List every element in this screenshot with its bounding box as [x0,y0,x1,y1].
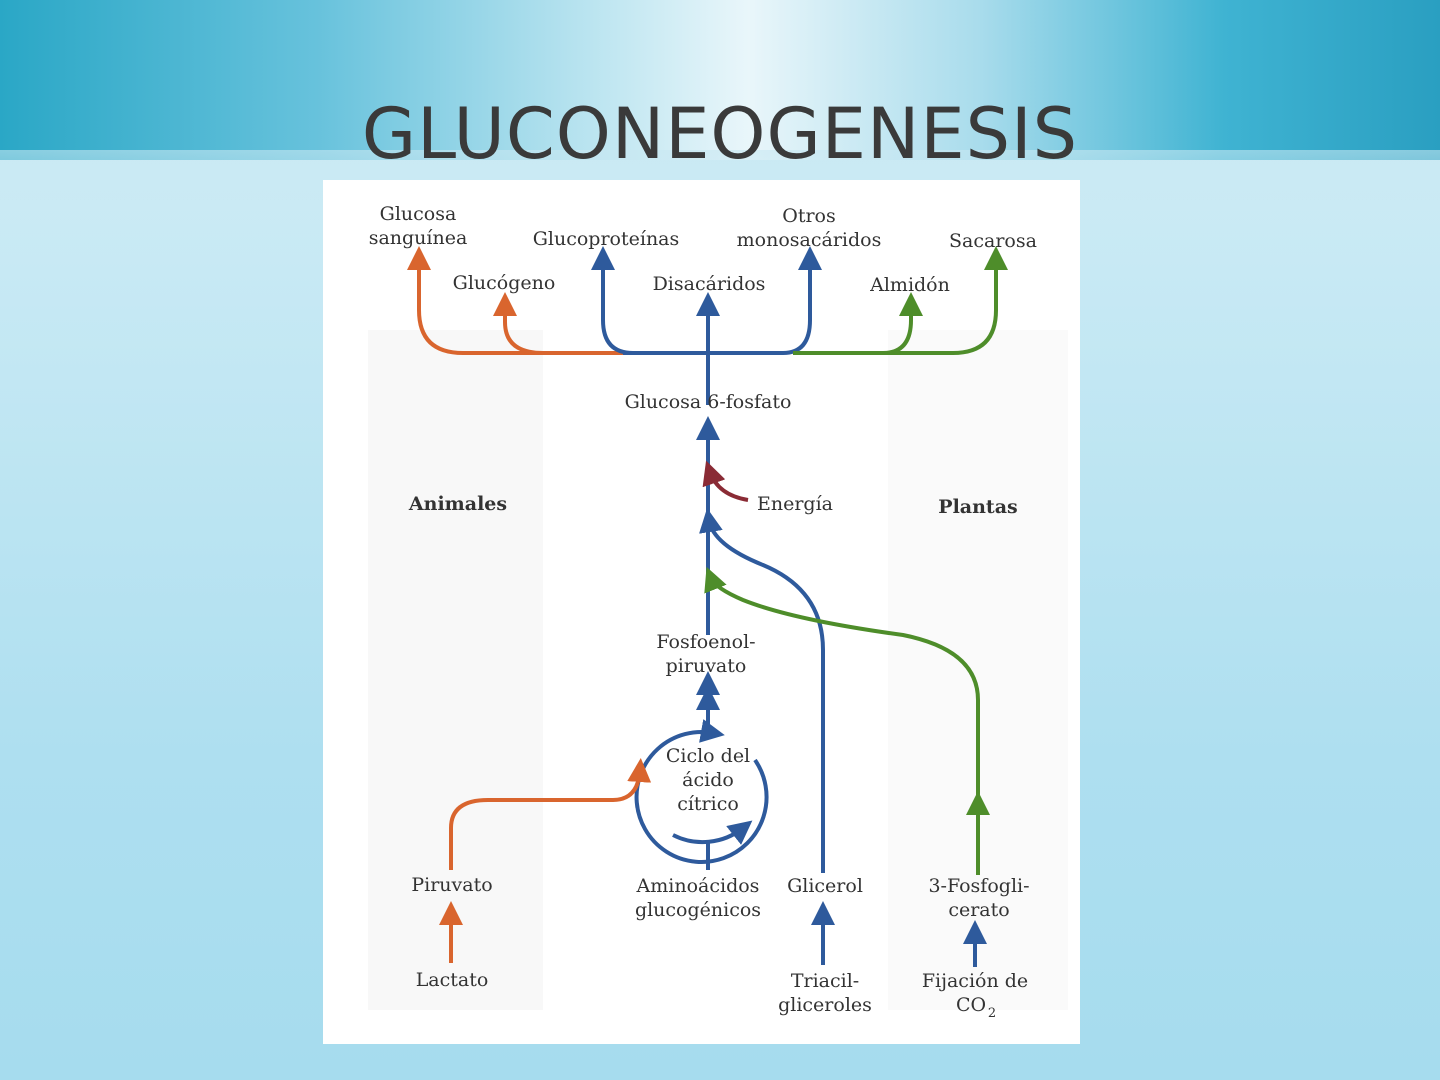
header-banner [0,0,1440,160]
label-glicerol: Glicerol [787,875,863,897]
pathway-svg: Glucosa sanguínea Glucógeno Glucoproteín… [368,203,1068,1021]
label-ciclo-1: Ciclo del [666,745,750,767]
label-triacil-2: gliceroles [778,994,872,1016]
label-glucoproteinas: Glucoproteínas [533,228,680,250]
label-energia: Energía [757,493,833,515]
label-fijacion-1: Fijación de [922,970,1028,992]
label-lactato: Lactato [416,969,489,991]
slide-title: GLUCONEOGENESIS [361,93,1079,175]
pyruvate-path [449,758,652,870]
citric-acid-cycle [634,686,769,870]
label-fosfoenol-1: Fosfoenol- [656,631,755,653]
faded-background-text [368,330,1068,1010]
label-glucosa-sanguinea-1: Glucosa [380,203,457,225]
label-almidon: Almidón [869,274,950,296]
label-fijacion-co: CO [956,994,986,1016]
phosphoglycerate-path [704,566,980,870]
label-fijacion-sub: 2 [988,1006,996,1021]
label-plantas: Plantas [938,496,1017,518]
label-ciclo-3: cítrico [677,793,739,815]
label-fosfoenol-2: piruvato [666,655,747,677]
label-glucosa-sanguinea-2: sanguínea [369,227,468,249]
glycerol-path [699,508,825,873]
label-aminoacidos-2: glucogénicos [635,899,761,921]
label-fosfoglicerato-2: cerato [948,899,1009,921]
plant-branches [793,246,1008,355]
label-otros-2: monosacáridos [737,229,882,251]
label-glucogeno: Glucógeno [453,272,556,294]
label-aminoacidos-1: Aminoácidos [636,875,760,897]
label-ciclo-2: ácido [682,769,734,791]
label-animales: Animales [408,493,507,515]
animal-branches [407,246,628,355]
label-piruvato: Piruvato [411,874,492,896]
energy-arrow [702,460,749,502]
label-disacaridos: Disacáridos [653,273,766,295]
label-otros-1: Otros [782,205,835,227]
label-triacil-1: Triacil- [791,970,859,992]
label-fosfoglicerato-1: 3-Fosfogli- [928,875,1029,897]
label-sacarosa: Sacarosa [949,230,1037,252]
label-glucosa-6-fosfato: Glucosa 6-fosfato [625,391,792,413]
gluconeogenesis-diagram: Glucosa sanguínea Glucógeno Glucoproteín… [323,180,1080,1044]
central-branches [591,246,822,405]
